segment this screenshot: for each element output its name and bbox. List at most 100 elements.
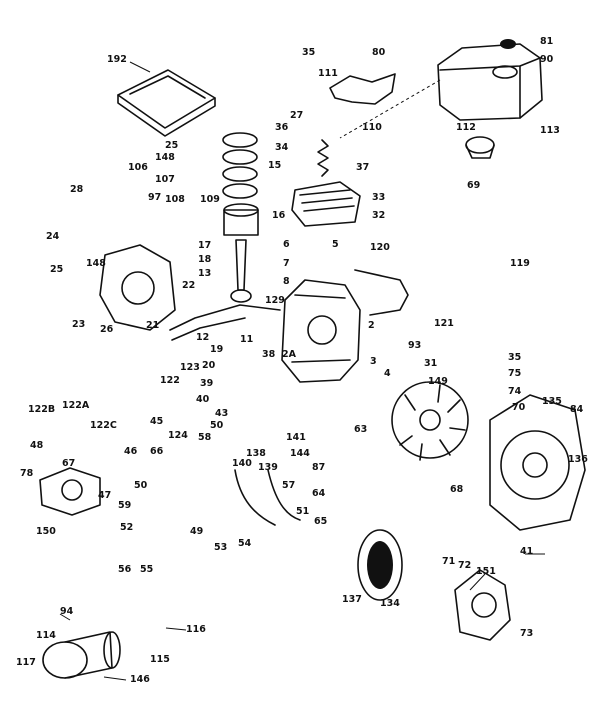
callout-37: 37 [356,162,369,173]
callout-124: 124 [168,430,188,441]
callout-33: 33 [372,192,385,203]
valve-spring [317,139,329,177]
callout-146: 146 [130,674,150,685]
callout-15: 15 [268,160,281,171]
callout-84: 84 [570,404,584,415]
callout-49: 49 [190,526,203,537]
piston-rings [222,132,258,199]
callout-78: 78 [20,468,34,479]
callout-34: 34 [275,142,289,153]
crankcase-cover [99,244,176,331]
callout-87: 87 [312,462,325,473]
callout-39: 39 [200,378,213,389]
callout-65: 65 [314,516,327,527]
callout-57: 57 [282,480,295,491]
callout-41: 41 [520,546,533,557]
air-filter-element [117,69,216,137]
callout-48: 48 [30,440,44,451]
callout-32: 32 [372,210,385,221]
callout-151: 151 [476,566,496,577]
callout-35b: 35 [508,352,521,363]
recoil-starter [454,569,511,641]
callout-54: 54 [238,538,252,549]
callout-21: 21 [146,320,159,331]
callout-148: 148 [155,152,175,163]
callout-25b: 25 [50,264,63,275]
callout-111: 111 [318,68,338,79]
callout-144: 144 [290,448,310,459]
callout-5: 5 [332,239,339,250]
callout-80: 80 [372,47,386,58]
callout-2: 2 [368,320,375,331]
callout-109: 109 [200,194,220,205]
callout-8: 8 [283,276,290,287]
callout-134: 134 [380,598,400,609]
callout-19: 19 [210,344,223,355]
callout-22: 22 [182,280,195,291]
callout-47: 47 [98,490,111,501]
callout-113: 113 [540,125,560,136]
callout-75: 75 [508,368,521,379]
starter-pulley [357,529,403,601]
callout-71: 71 [442,556,455,567]
callout-51: 51 [296,506,309,517]
callout-121: 121 [434,318,454,329]
callout-107: 107 [155,174,175,185]
callout-141: 141 [286,432,306,443]
callout-69: 69 [467,180,480,191]
callout-58: 58 [198,432,212,443]
callout-122C: 122C [90,420,117,431]
callout-50b: 50 [134,480,148,491]
callout-27: 27 [290,110,303,121]
callout-52: 52 [120,522,133,533]
callout-122: 122 [160,375,180,386]
callout-53: 53 [214,542,227,553]
callout-116: 116 [186,624,206,635]
callout-13: 13 [198,268,211,279]
callout-6: 6 [283,239,290,250]
callout-4: 4 [384,368,391,379]
callout-108: 108 [165,194,185,205]
callout-59: 59 [118,500,131,511]
callout-120: 120 [370,242,390,253]
callout-122A: 122A [62,400,90,411]
callout-150: 150 [36,526,56,537]
callout-72: 72 [458,560,471,571]
callout-66: 66 [150,446,164,457]
callout-138: 138 [246,448,266,459]
callout-46: 46 [124,446,138,457]
callout-129: 129 [265,295,285,306]
callout-50: 50 [210,420,224,431]
blower-housing [489,394,586,531]
callout-16: 16 [272,210,286,221]
callout-68: 68 [450,484,464,495]
callout-26: 26 [100,324,114,335]
callout-2A: 2A [282,349,297,360]
callouts: 192 35 80 81 90 111 27 36 110 34 113 112… [16,36,588,685]
callout-93: 93 [408,340,421,351]
callout-94: 94 [60,606,74,617]
callout-24: 24 [46,231,60,242]
carburetor [39,467,101,516]
callout-31: 31 [424,358,437,369]
callout-63: 63 [354,424,367,435]
fuel-tank-bracket [329,73,396,105]
callout-70: 70 [512,402,526,413]
callout-55: 55 [140,564,153,575]
callout-28: 28 [70,184,84,195]
callout-90: 90 [540,54,554,65]
callout-119: 119 [510,258,530,269]
callout-12: 12 [196,332,209,343]
callout-122B: 122B [28,404,55,415]
callout-136: 136 [568,454,588,465]
callout-40: 40 [196,394,210,405]
callout-148b: 148 [86,258,106,269]
crankshaft [169,304,281,341]
callout-192: 192 [107,54,127,65]
piston [223,203,259,236]
cylinder-head [291,181,361,227]
fuel-cap [465,136,495,159]
callout-97: 97 [148,192,161,203]
callout-149: 149 [428,376,448,387]
